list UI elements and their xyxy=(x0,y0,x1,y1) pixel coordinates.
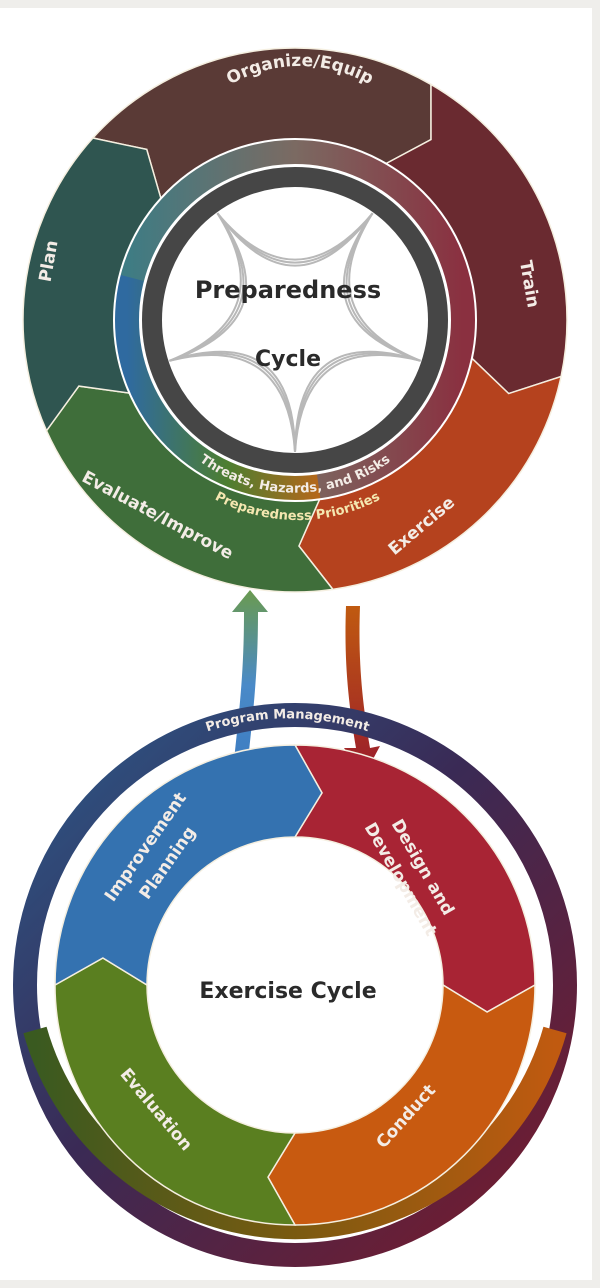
segment-design-development xyxy=(293,744,536,1013)
star-arc xyxy=(169,354,296,453)
preparedness-cycle-title-line1: Preparedness xyxy=(195,276,381,304)
preparedness-cycle-title-line2: Cycle xyxy=(255,347,321,372)
segment-conduct xyxy=(267,983,536,1226)
center-star-pattern xyxy=(169,212,421,453)
exercise-cycle-title: Exercise Cycle xyxy=(199,979,376,1004)
star-arc xyxy=(348,212,421,362)
star-arc xyxy=(294,354,421,453)
threats-ring xyxy=(142,167,448,473)
priorities-ring xyxy=(114,139,476,501)
program-management-ring-bottom xyxy=(23,1026,567,1240)
down-arrow-to-design-development xyxy=(344,606,380,776)
program-management-ring xyxy=(13,703,577,1267)
inner-ring-outline xyxy=(113,138,477,502)
inner-ring-outline-2 xyxy=(139,164,451,476)
star-arc xyxy=(216,212,374,261)
star-arc xyxy=(169,212,242,362)
segment-evaluation xyxy=(54,957,297,1226)
segment-improvement-planning xyxy=(54,744,323,987)
